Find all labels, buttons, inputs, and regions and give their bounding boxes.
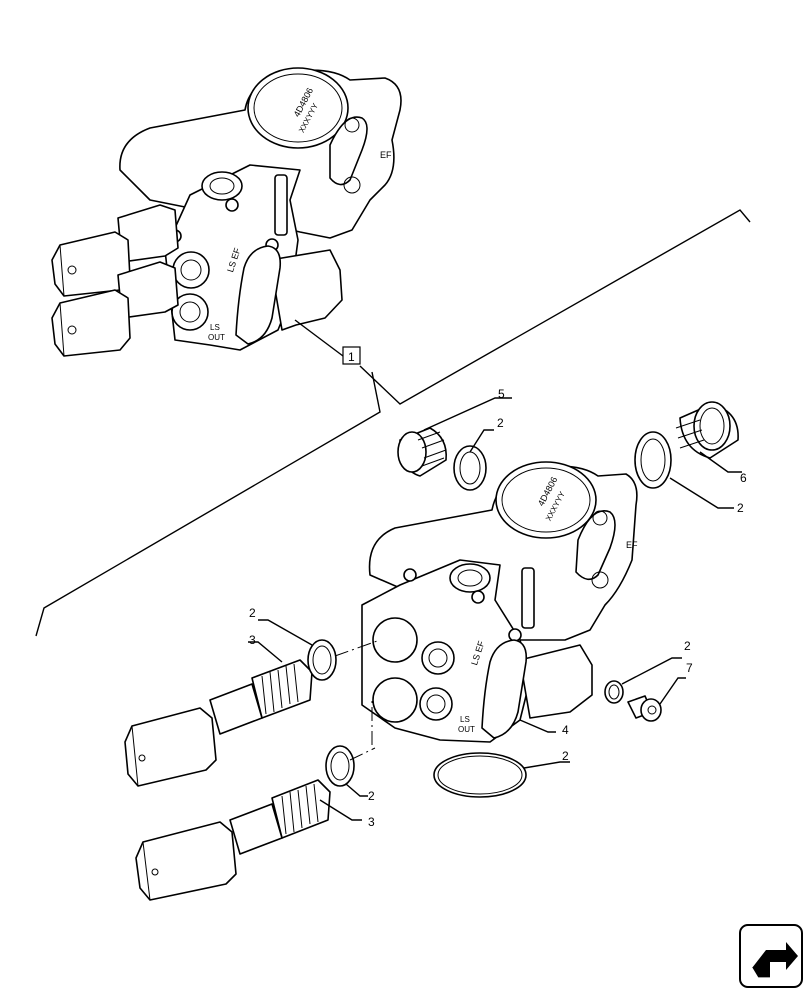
seal-ring-top (453, 445, 487, 491)
return-navigation-button[interactable] (739, 924, 803, 988)
reference-box-1 (342, 346, 361, 365)
callout-2-bottom: 2 (562, 749, 569, 763)
assembly-axes (334, 639, 381, 761)
cartridge-lower (135, 779, 331, 901)
seal-ring-right (634, 431, 672, 489)
out-marking-lower: OUT (458, 725, 475, 734)
out-marking-top: OUT (208, 333, 225, 342)
callout-6: 6 (740, 471, 747, 485)
screw-7 (627, 695, 662, 722)
callout-3-upper: 3 (249, 633, 256, 647)
cartridge-upper (124, 659, 313, 787)
callout-4: 4 (562, 723, 569, 737)
reference-bracket: 1 (35, 209, 751, 637)
plug-5 (397, 427, 447, 477)
return-arrow-icon (751, 942, 798, 979)
ef-marking: EF (380, 150, 392, 160)
exploded-valve-body: 4D4806 XXXYYY EF LS EF LS OUT (361, 461, 638, 743)
ef-marking-lower: EF (626, 540, 638, 550)
reference-number-1: 1 (348, 350, 355, 364)
callout-2-left-upper: 2 (249, 606, 256, 620)
seal-ring-small (604, 680, 624, 704)
callout-7: 7 (686, 661, 693, 675)
callouts: 5 2 6 2 2 3 2 7 4 2 2 3 (248, 387, 747, 829)
callout-2-top: 2 (497, 416, 504, 430)
plug-6 (675, 401, 739, 459)
seal-ring-left-upper (307, 639, 337, 681)
ls-marking-lower: LS (460, 715, 470, 724)
callout-2-left-lower: 2 (368, 789, 375, 803)
callout-3-lower: 3 (368, 815, 375, 829)
ls-marking-top: LS (210, 323, 220, 332)
assembled-valve: 4D4806 XXXYYY EF LS EF LS OUT (51, 67, 402, 357)
seal-ring-left-lower (325, 745, 355, 787)
callout-5: 5 (498, 387, 505, 401)
callout-2-small: 2 (684, 639, 691, 653)
callout-2-right: 2 (737, 501, 744, 515)
o-ring-large (433, 752, 527, 798)
